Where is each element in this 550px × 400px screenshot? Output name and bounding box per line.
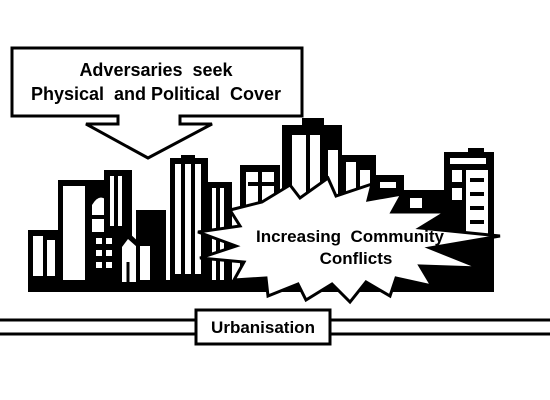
burst-shape	[197, 175, 501, 305]
burst-line-1: Increasing Community	[256, 227, 445, 246]
callout-line-2: Physical and Political Cover	[31, 84, 281, 104]
banner-label-box	[194, 308, 332, 346]
banner-band-left	[0, 318, 200, 336]
callout-shape	[10, 46, 304, 160]
burst-line-2: Conflicts	[320, 249, 393, 268]
banner-band-right	[326, 318, 550, 336]
conflict-burst: Increasing Community Conflicts	[197, 175, 501, 305]
callout-box: Adversaries seek Physical and Political …	[10, 46, 304, 160]
banner-label: Urbanisation	[211, 318, 315, 337]
callout-line-1: Adversaries seek	[79, 60, 233, 80]
urbanisation-banner: Urbanisation	[0, 308, 550, 346]
